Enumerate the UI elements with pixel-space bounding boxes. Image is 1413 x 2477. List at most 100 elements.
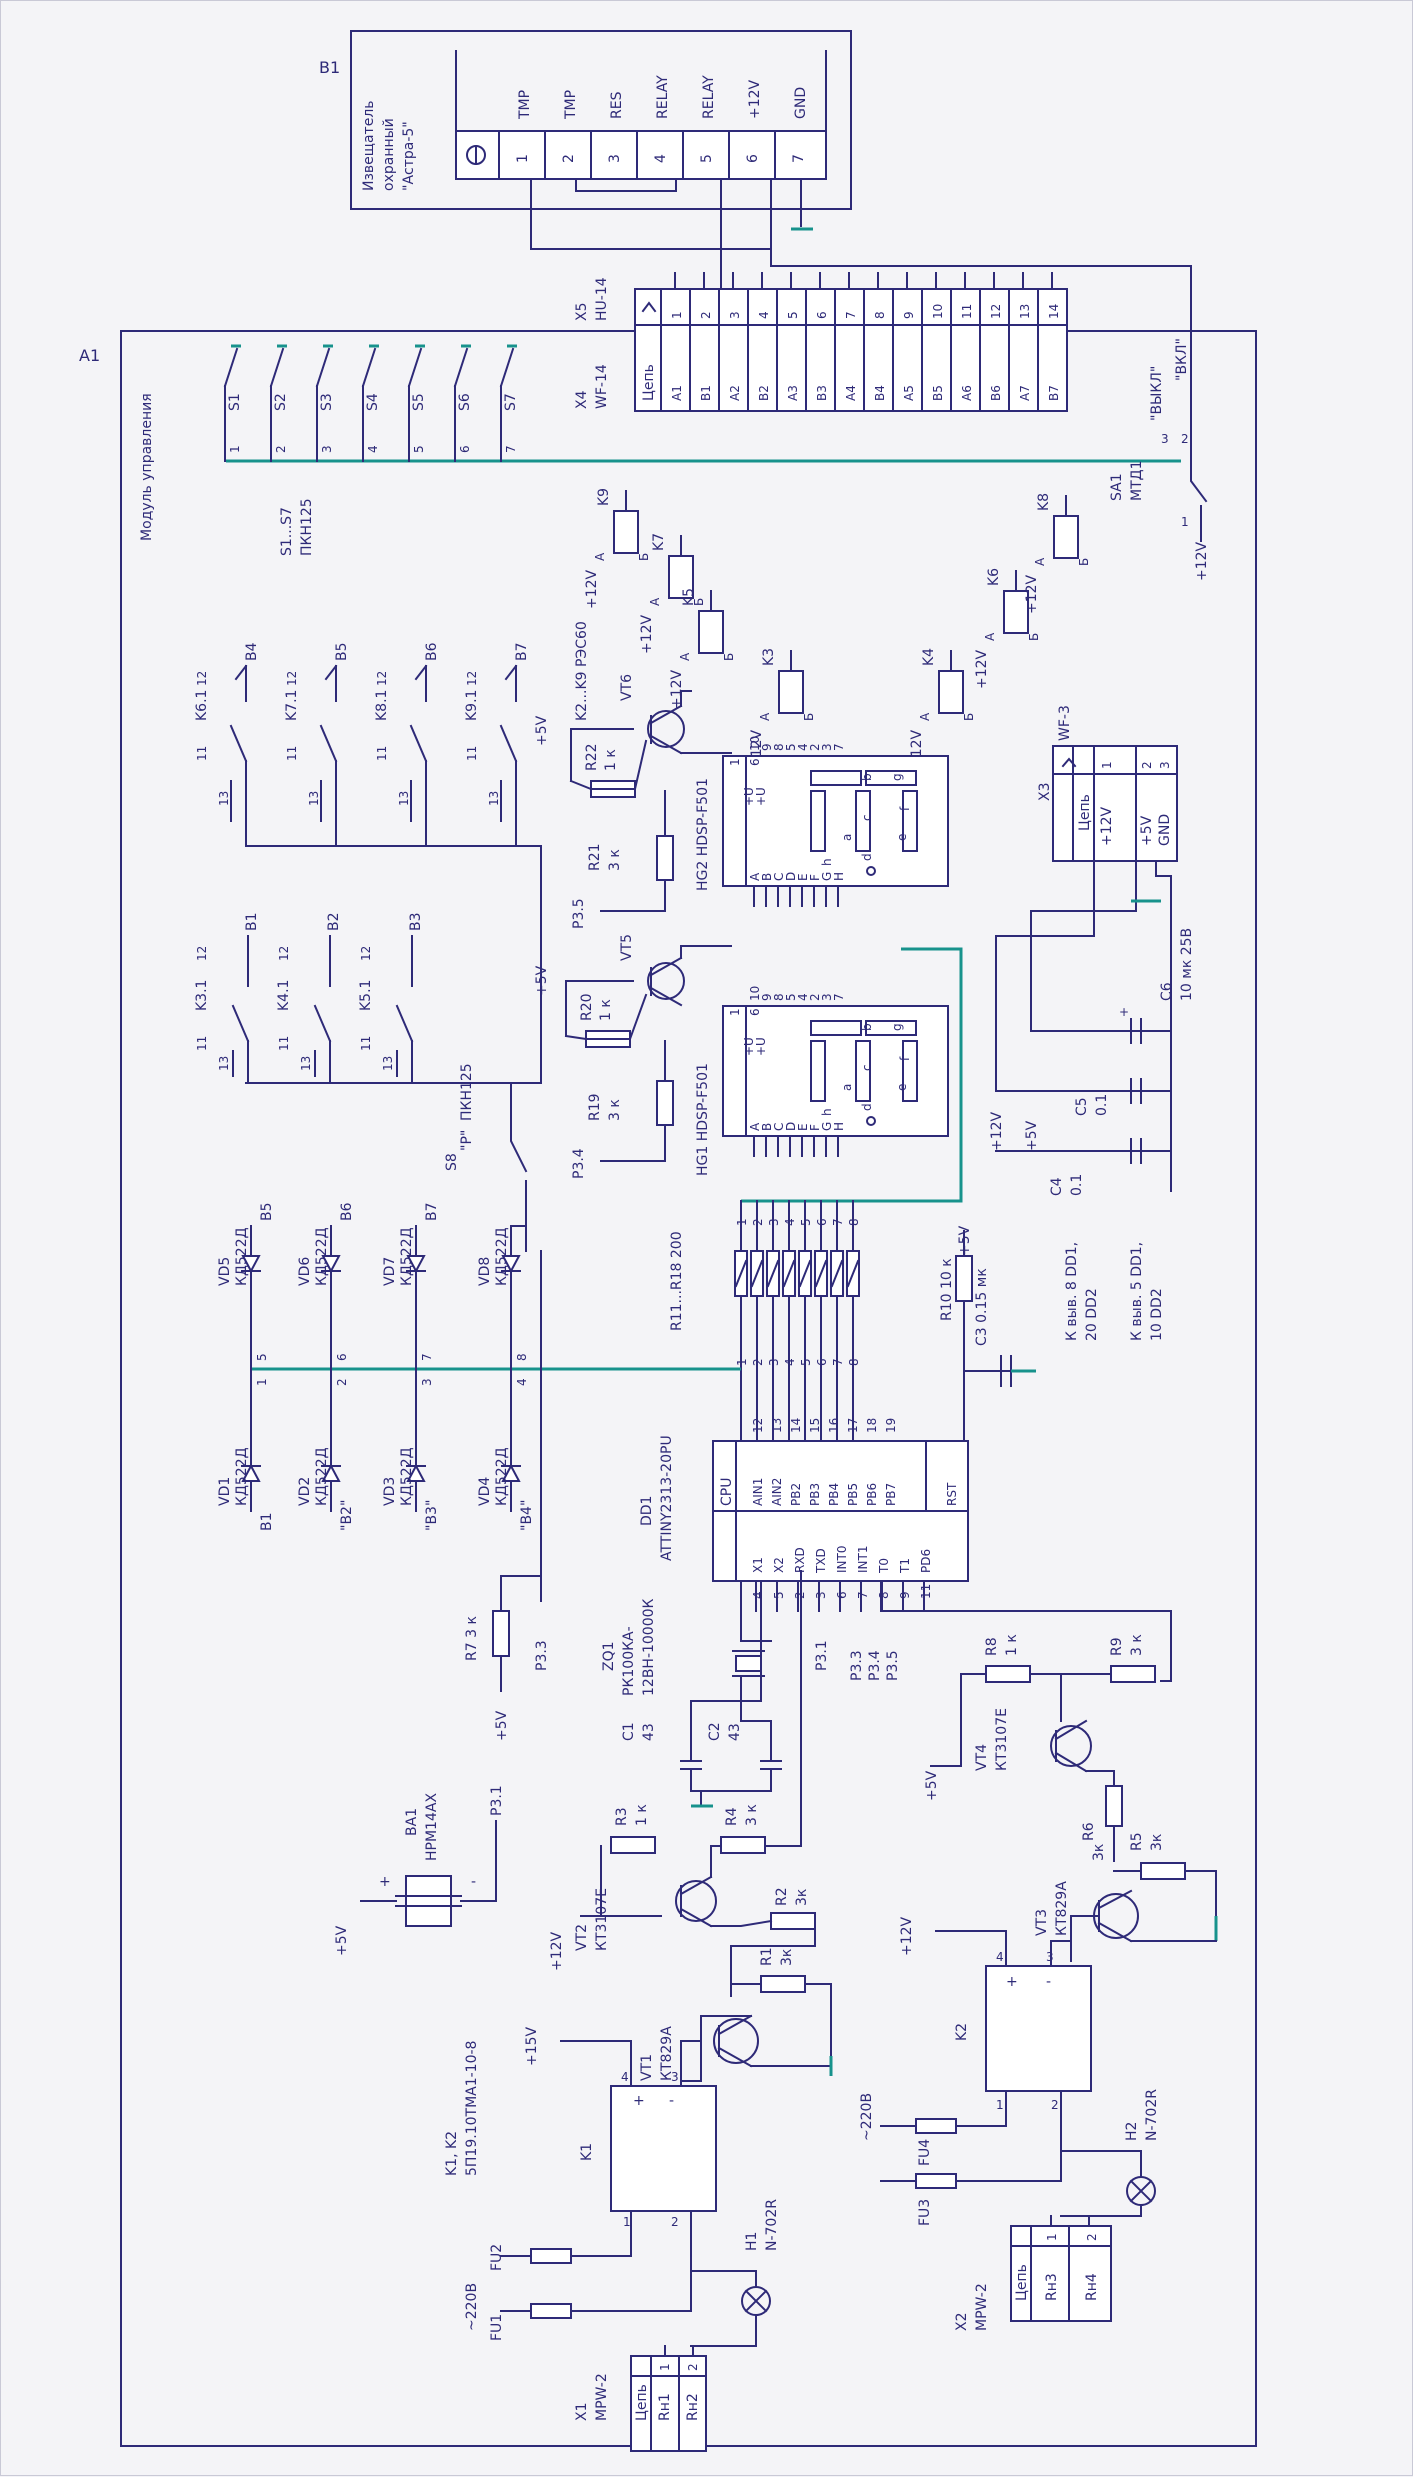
- dd1-pinno-T0: 8: [877, 1591, 891, 1599]
- b1-signal-2: TMP: [563, 90, 579, 120]
- hg1-label: HG1 HDSP-F501: [695, 1063, 711, 1176]
- relay-k4-coil: [938, 670, 964, 714]
- relay-K4-pin-b: Б: [962, 713, 976, 721]
- relay-K7-pin-b: Б: [692, 598, 706, 606]
- diode-out-top-1: B6: [339, 1202, 355, 1221]
- r19-ref: R19: [587, 1093, 603, 1121]
- dd1-pin-INT1: INT1: [856, 1546, 870, 1573]
- vt3-transistor-icon: [1093, 1893, 1139, 1939]
- ba1-p31: P3.1: [489, 1785, 505, 1816]
- r5-ref: R5: [1129, 1832, 1145, 1851]
- ct-top-out-B4: B4: [244, 642, 260, 661]
- vt6-transistor-icon: [647, 710, 685, 748]
- switch-7-icon: [499, 347, 515, 388]
- dd1-pin-PB2: PB2: [789, 1483, 803, 1506]
- r3-value: 1 к: [634, 1804, 650, 1826]
- switch-4-icon: [361, 347, 377, 388]
- ct-bot-ref-K3.1: K3.1: [194, 980, 210, 1011]
- b1-signal-4: RELAY: [655, 75, 671, 119]
- dd1-pin-RST: RST: [945, 1482, 959, 1506]
- relay-k5-coil: [698, 610, 724, 654]
- relay-k3-coil: [778, 670, 804, 714]
- hg1-segpin-B: 9: [760, 993, 774, 1001]
- r1-resistor: [760, 1975, 806, 1993]
- ct-top-ref-K6.1: K6.1: [194, 690, 210, 721]
- hg1-segpin-E: 4: [796, 993, 810, 1001]
- switches-label: S1...S7: [279, 507, 295, 556]
- x4-pin-9: 9: [902, 311, 916, 319]
- relay-ref-K9: K9: [596, 488, 612, 506]
- dd1-pin-X1: X1: [751, 1557, 765, 1573]
- relay-K8-pin-a: А: [1033, 557, 1047, 566]
- hg2-segpin-C: 8: [772, 743, 786, 751]
- c4-ref: C4: [1049, 1177, 1065, 1196]
- switch-num-5: 5: [412, 445, 426, 453]
- r20-ref: R20: [579, 993, 595, 1021]
- vt5-transistor-icon: [647, 962, 685, 1000]
- hg2-type: HDSP-F501: [695, 778, 711, 856]
- k1-ac: ~220В: [464, 2283, 480, 2331]
- relay-K7-pin-a: А: [648, 597, 662, 606]
- k2-plus: +: [1006, 1974, 1018, 1990]
- ct-top-13-K6.1: 13: [217, 791, 231, 806]
- b1-signal-7: GND: [793, 87, 809, 119]
- hg2-segpin-G: 3: [820, 743, 834, 751]
- dd1-out-P3.4: P3.4: [867, 1650, 883, 1681]
- s8-ref: S8: [444, 1153, 460, 1171]
- switch-ref-S2: S2: [273, 393, 289, 411]
- hg1-segpin-A: 10: [748, 986, 762, 1001]
- x4-signal-B6: B6: [989, 385, 1003, 401]
- caps-plus12: +12V: [989, 1111, 1005, 1151]
- switch-num-3: 3: [320, 445, 334, 453]
- diode-num-bot-2: 2: [335, 1378, 349, 1386]
- x1-sig2: Rн2: [685, 2393, 701, 2421]
- c6-ref: C6: [1159, 982, 1175, 1001]
- x4-signal-B4: B4: [873, 385, 887, 401]
- ct-top-12-K7.1: 12: [285, 671, 299, 686]
- relay-K6-pin-a: А: [983, 632, 997, 641]
- r6-ref: R6: [1081, 1822, 1097, 1841]
- vt5-driver: VT5 R20 1 к +5V R19 3 к P3.4: [534, 934, 732, 1179]
- switch-ref-S7: S7: [503, 393, 519, 411]
- dd1-pinno-INT0: 6: [835, 1591, 849, 1599]
- relay-K3-pin-a: А: [758, 712, 772, 721]
- hg2-segpin-H: 7: [832, 743, 846, 751]
- hg2-segpin-D: 5: [784, 743, 798, 751]
- sa1-ref: SA1: [1109, 473, 1125, 501]
- x4-pin-4: 4: [757, 311, 771, 319]
- r8-resistor: [985, 1665, 1031, 1683]
- b1-pin-5: 5: [699, 154, 715, 163]
- ct-top-K9.1-icon: [499, 724, 518, 763]
- hg1-inner-c: c: [860, 1064, 874, 1071]
- ct-bot-13-K5.1: 13: [381, 1056, 395, 1071]
- hg2-inner-a: a: [840, 834, 854, 841]
- hg1-seg-B: B: [760, 1123, 774, 1131]
- dd1-pinno-AIN1: 12: [751, 1418, 765, 1433]
- hg1-seg-H: H: [832, 1122, 846, 1131]
- b1-signal-5: RELAY: [701, 75, 717, 119]
- ct-bot-out-B2: B2: [326, 912, 342, 931]
- ct-top-K7.1-icon: [319, 724, 338, 763]
- x3-connector: Цепь +12V +5V GND 1 2 3 X3 WF-3: [995, 705, 1178, 1192]
- c5-value: 0.1: [1094, 1094, 1110, 1116]
- x4-pin-2: 2: [699, 311, 713, 319]
- c2-value: 43: [727, 1723, 743, 1741]
- ct-top-12-K8.1: 12: [375, 671, 389, 686]
- vt4-plus5: +5V: [924, 1770, 940, 1801]
- dd1-pin-RXD: RXD: [793, 1547, 807, 1573]
- dd1-pinno-PB4: 16: [827, 1418, 841, 1433]
- x4-signal-A5: A5: [902, 385, 916, 401]
- r-array-top-pin-5: 5: [799, 1218, 813, 1226]
- vt4-vt3-driver: R8 1 к R9 3 к +5V VT4 КТ3107Е R6 3к R5 3…: [880, 1580, 1218, 1962]
- dd1-pinno-PB6: 18: [865, 1418, 879, 1433]
- hg1-inner-b: b: [860, 1023, 874, 1031]
- x4-signal-B2: B2: [757, 385, 771, 401]
- ct-bot-12-K3.1: 12: [195, 946, 209, 961]
- dd1-pinno-X1: 4: [751, 1591, 765, 1599]
- hg2-seg-C: C: [772, 873, 786, 881]
- caps-note2b: 10 DD2: [1149, 1288, 1165, 1341]
- x2-sig2: Rн4: [1084, 2273, 1100, 2301]
